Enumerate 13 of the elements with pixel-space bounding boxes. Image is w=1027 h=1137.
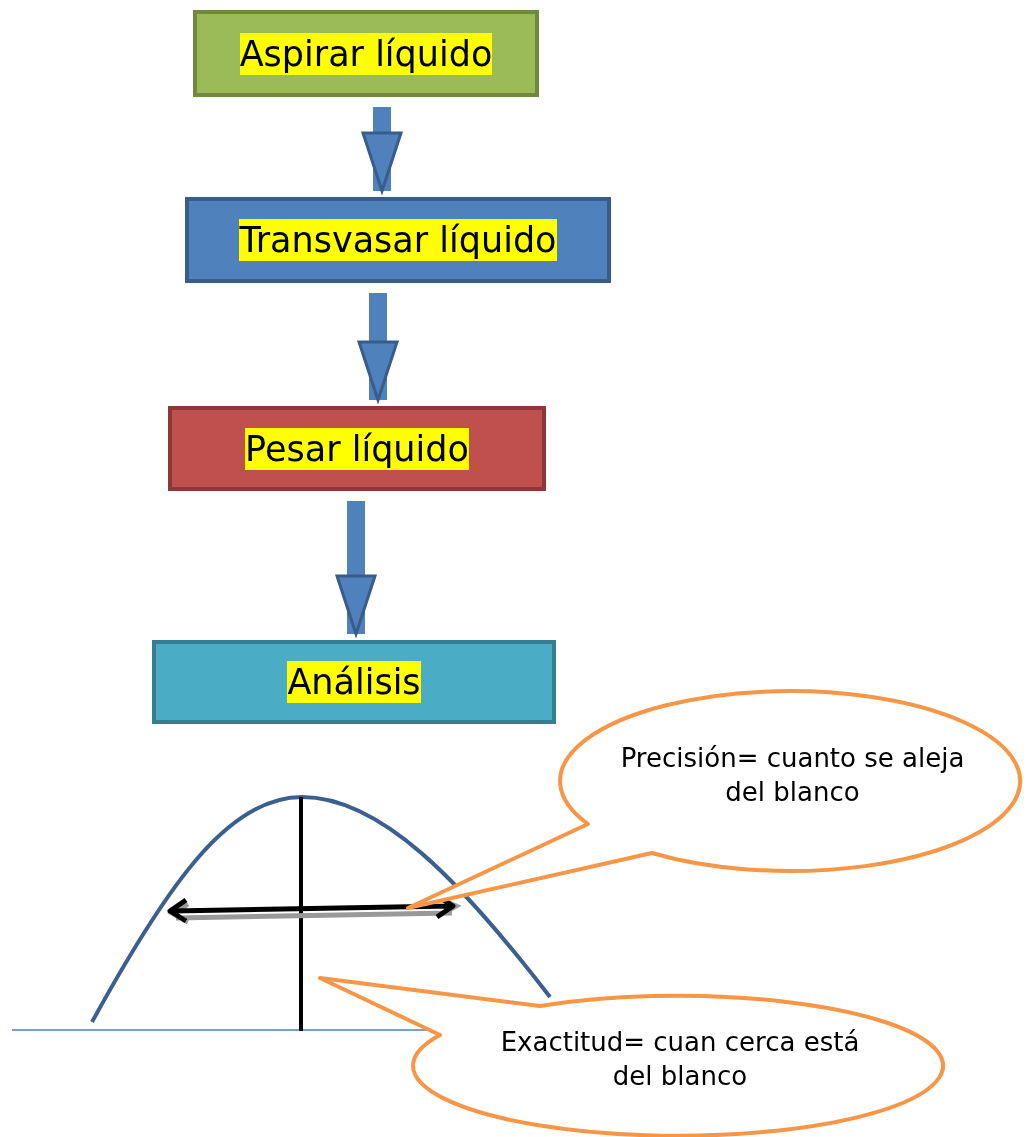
- process-box: [185, 197, 611, 283]
- process-box: [168, 406, 546, 491]
- block-arrow: [335, 501, 377, 636]
- block-arrow: [357, 293, 399, 402]
- process-box: [152, 640, 556, 724]
- block-arrow: [361, 107, 403, 193]
- step-label: Pesar líquido: [245, 427, 469, 470]
- process-box: [193, 10, 539, 97]
- callout-text: Exactitud= cuan cerca está del blanco: [499, 1026, 861, 1093]
- step-label: Transvasar líquido: [239, 219, 557, 261]
- step-label: Aspirar líquido: [239, 32, 493, 75]
- step-label: Análisis: [287, 661, 421, 703]
- callout-text: Precisión= cuanto se aleja del blanco: [620, 742, 965, 809]
